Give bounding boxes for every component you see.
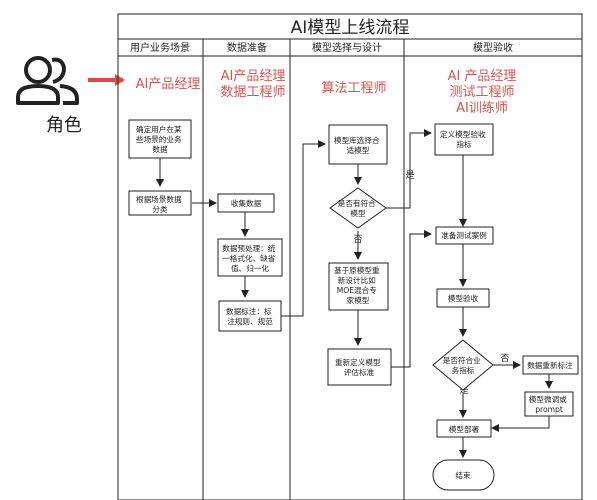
node-define-acceptance-text: 定义模型验收 指标: [440, 129, 488, 149]
node-finetune: [524, 391, 574, 417]
swimlane-frame: [117, 13, 583, 500]
node-deploy-text: 模型部署: [449, 424, 480, 434]
connectors: [156, 129, 553, 458]
node-sort-scene-data: [128, 190, 192, 216]
node-preprocess: [217, 238, 283, 277]
role-ai-pm: AI产品经理: [221, 69, 286, 84]
node-redesign: [328, 262, 389, 311]
edge-label-no: 否: [353, 234, 362, 245]
decision-model-fit-text: 是否有符合 模型: [338, 198, 378, 218]
edge-label-yes: 是: [459, 385, 468, 396]
node-model-acceptance-text: 模型验收: [448, 293, 479, 303]
decision-meets-business: [432, 339, 494, 391]
node-redesign-text: 基于原模型重 新设计比如 MOE混合专 家模型: [334, 265, 382, 305]
node-sort-scene-data-text: 根据场景数据 分类: [136, 194, 184, 214]
role-data-engineer: 数据工程师: [220, 85, 285, 100]
node-relabel-text: 数据重新标注: [527, 360, 573, 370]
node-deploy: [436, 419, 492, 438]
node-preprocess-text: 数据预处理：统 一格式化、缺省 值、归一化: [222, 243, 278, 273]
node-define-scenario: [128, 119, 192, 159]
node-end-text: 结束: [455, 470, 471, 480]
node-redefine-eval: [327, 348, 392, 386]
role-label: 角色: [46, 115, 82, 136]
role-ai-trainer: AI训练师: [456, 101, 508, 116]
node-end: [432, 459, 495, 491]
node-finetune-text: 模型微调或 prompt: [529, 394, 569, 414]
decision-meets-business-text: 是否符合业 务指标: [443, 355, 483, 375]
lane-header-acceptance: 模型验收: [473, 41, 513, 54]
node-prepare-tests-text: 准备测试案例: [441, 230, 487, 240]
edge-label-yes: 是: [405, 170, 414, 181]
node-collect-data-text: 收集数据: [231, 198, 262, 208]
node-annotate: [218, 300, 282, 332]
node-model-acceptance: [436, 288, 490, 308]
node-model-select: [328, 124, 388, 165]
node-collect-data: [217, 193, 275, 213]
node-define-scenario-text: 确定用户在某 些场景的业务 数据: [136, 124, 184, 154]
node-define-acceptance: [434, 123, 494, 156]
lane-header-model-design: 模型选择与设计: [312, 41, 382, 54]
role-ai-pm: AI产品经理: [136, 77, 201, 92]
node-redefine-eval-text: 重新定义模型 评估标准: [335, 357, 383, 377]
users-icon: [16, 56, 79, 105]
node-relabel: [522, 355, 579, 375]
role-ai-pm: AI 产品经理: [448, 69, 517, 84]
node-model-select-text: 模型库选择合 适模型: [334, 135, 382, 155]
node-annotate-text: 数据标注：标 注规则、规范: [226, 306, 274, 326]
diagram-title: AI模型上线流程: [291, 18, 410, 38]
role-test-engineer: 测试工程师: [449, 85, 514, 100]
lane-header-scenario: 用户业务场景: [130, 41, 190, 54]
decision-model-fit: [329, 187, 387, 229]
lane-header-data: 数据准备: [227, 41, 267, 54]
edge-label-no: 否: [500, 353, 509, 364]
node-prepare-tests: [435, 226, 494, 245]
role-algorithm-engineer: 算法工程师: [321, 81, 386, 96]
